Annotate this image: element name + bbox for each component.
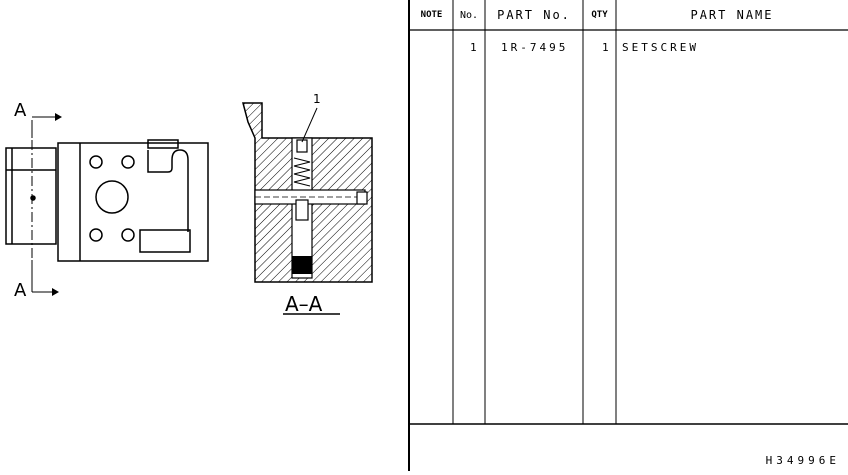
- section-view: [242, 102, 373, 315]
- section-arrow-bottom: [31, 260, 59, 296]
- header-qty: QTY: [591, 10, 608, 20]
- header-no: No.: [459, 9, 479, 21]
- section-marker-top: A: [14, 100, 27, 121]
- parts-drawing: A A 1 A–A: [0, 0, 408, 471]
- row-no: 1: [470, 41, 480, 54]
- drawing-code: H34996E: [765, 454, 840, 467]
- section-marker-bottom: A: [14, 280, 27, 301]
- header-part-no: PART No.: [497, 8, 571, 22]
- row-part-name: SETSCREW: [622, 41, 699, 54]
- section-label: A–A: [285, 292, 323, 316]
- parts-table: NOTE No. PART No. QTY PART NAME 1 1R-749…: [408, 0, 848, 471]
- valve-body-side-view: [5, 139, 209, 262]
- callout-number: 1: [313, 92, 321, 106]
- row-part-no: 1R-7495: [501, 41, 569, 54]
- row-qty: 1: [602, 41, 612, 54]
- header-note: NOTE: [420, 10, 443, 20]
- drawing-svg: [5, 102, 373, 315]
- section-arrow-top: [31, 113, 62, 138]
- table-grid: [408, 0, 848, 471]
- header-part-name: PART NAME: [690, 8, 774, 22]
